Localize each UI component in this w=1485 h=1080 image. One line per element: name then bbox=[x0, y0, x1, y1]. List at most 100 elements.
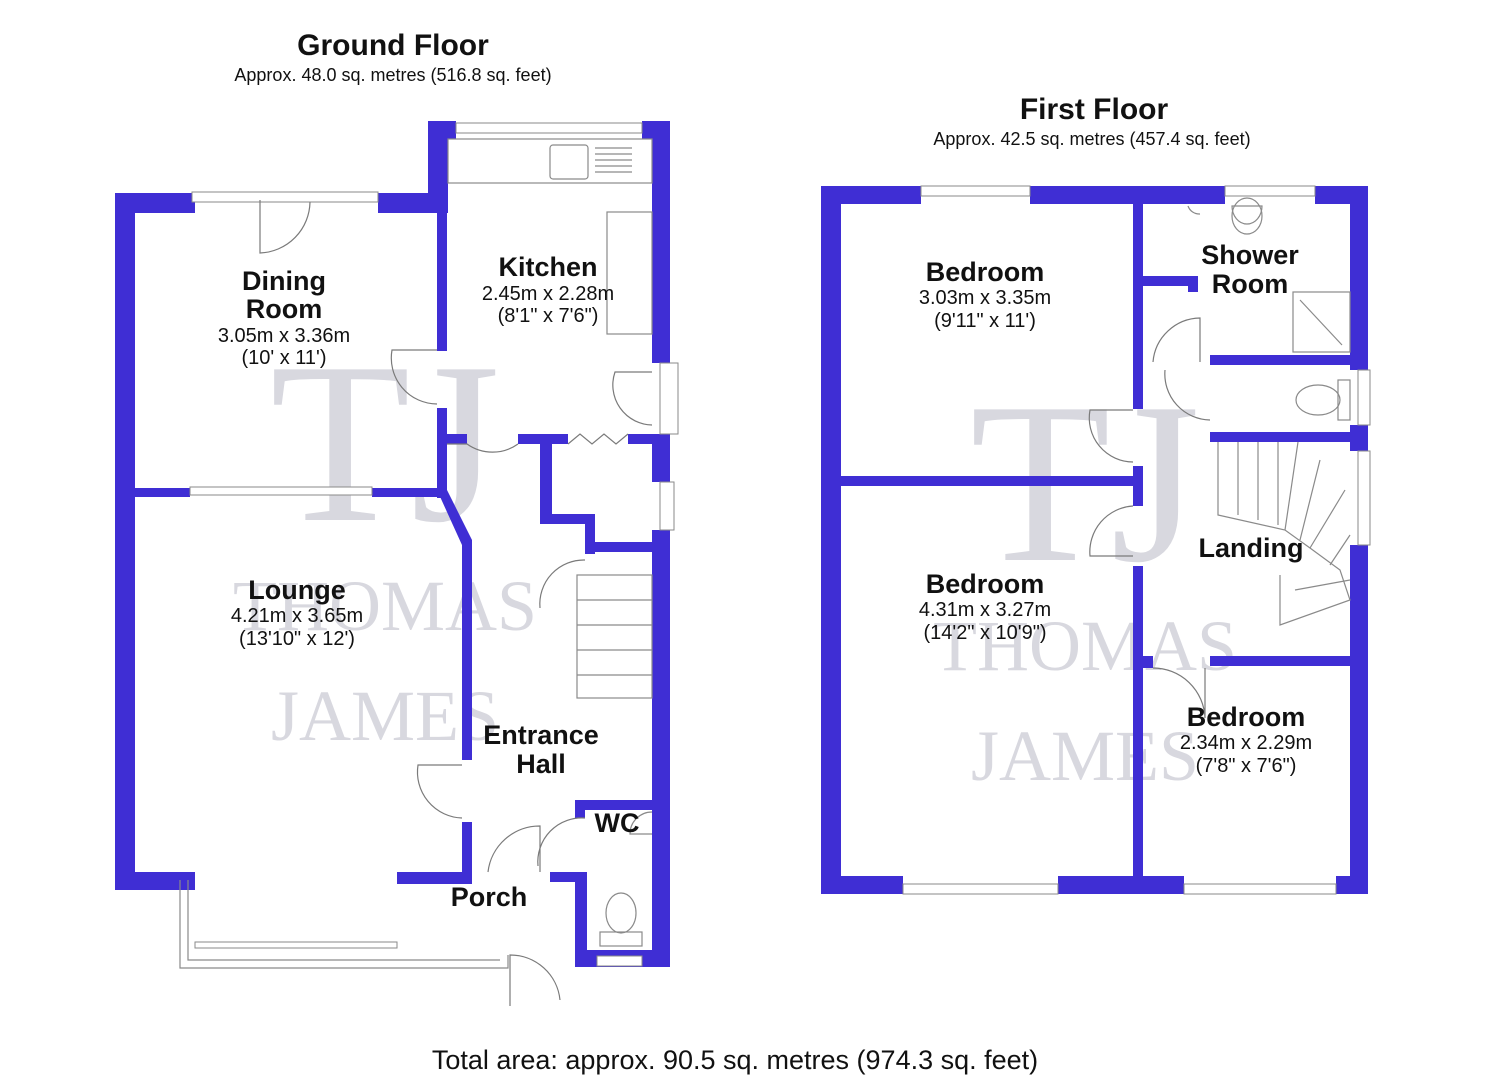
door-swing bbox=[259, 200, 311, 254]
wall bbox=[115, 193, 195, 213]
staircase bbox=[1217, 441, 1351, 626]
door-swing bbox=[537, 817, 586, 867]
door-swing bbox=[447, 443, 519, 453]
door-swing bbox=[487, 825, 541, 873]
wall bbox=[1133, 566, 1143, 876]
room-name: Hall bbox=[516, 749, 566, 779]
room-name: Bedroom bbox=[926, 569, 1045, 599]
wall bbox=[397, 872, 472, 884]
toilet-cistern bbox=[1337, 379, 1351, 421]
room-label-lounge: Lounge 4.21m x 3.65m (13'10" x 12') bbox=[231, 575, 363, 650]
watermark-line2: JAMES bbox=[971, 716, 1199, 796]
window bbox=[455, 122, 643, 134]
wall bbox=[1336, 876, 1368, 894]
room-name: Bedroom bbox=[1187, 702, 1306, 732]
wall bbox=[115, 193, 135, 890]
window bbox=[920, 185, 1031, 197]
door-swing bbox=[1152, 317, 1201, 363]
window bbox=[596, 955, 643, 967]
wall bbox=[652, 530, 670, 967]
room-dimensions-imperial: (13'10" x 12') bbox=[239, 628, 355, 650]
door-swing bbox=[390, 349, 438, 405]
wall bbox=[821, 186, 921, 204]
wall bbox=[437, 490, 472, 760]
room-label-porch: Porch bbox=[451, 882, 528, 912]
room-dimensions-metric: 4.21m x 3.65m bbox=[231, 605, 363, 627]
room-name: Bedroom bbox=[926, 257, 1045, 287]
wall bbox=[462, 822, 472, 884]
door-swing bbox=[1089, 505, 1134, 557]
watermark-line2: JAMES bbox=[271, 676, 499, 756]
wall bbox=[585, 542, 670, 552]
bay-window bbox=[187, 880, 500, 961]
room-name: Lounge bbox=[248, 575, 345, 605]
door-swing bbox=[416, 764, 463, 819]
room-label-bedroom-2: Bedroom 4.31m x 3.27m (14'2" x 10'9") bbox=[919, 569, 1051, 644]
wall bbox=[821, 186, 841, 894]
room-dimensions-imperial: (9'11" x 11') bbox=[934, 310, 1036, 332]
wall bbox=[1210, 355, 1350, 365]
door-swing bbox=[1164, 369, 1211, 421]
room-name: Room bbox=[1212, 269, 1289, 299]
wall bbox=[628, 434, 670, 444]
wall bbox=[585, 514, 595, 554]
room-dimensions-metric: 2.34m x 2.29m bbox=[1180, 732, 1312, 754]
window bbox=[1357, 369, 1371, 426]
shower-tray-icon bbox=[1299, 299, 1343, 346]
wall bbox=[550, 872, 587, 882]
total-area: Total area: approx. 90.5 sq. metres (974… bbox=[432, 1045, 1038, 1075]
window bbox=[1183, 883, 1337, 895]
wall bbox=[575, 872, 587, 967]
first-floor-area: Approx. 42.5 sq. metres (457.4 sq. feet) bbox=[933, 129, 1250, 149]
wall bbox=[652, 434, 670, 482]
toilet-icon bbox=[1295, 384, 1341, 416]
wall bbox=[652, 121, 670, 363]
room-dimensions-metric: 3.05m x 3.36m bbox=[218, 325, 350, 347]
room-label-dining-room: Dining Room 3.05m x 3.36m (10' x 11') bbox=[218, 266, 350, 369]
sink-icon bbox=[549, 144, 589, 180]
window bbox=[191, 191, 379, 203]
wall bbox=[821, 876, 903, 894]
bay-window bbox=[179, 880, 509, 969]
room-name: Kitchen bbox=[498, 252, 597, 282]
wall bbox=[1350, 186, 1368, 370]
wall bbox=[1143, 276, 1198, 286]
room-label-entrance-hall: Entrance Hall bbox=[483, 720, 599, 779]
room-dimensions-metric: 4.31m x 3.27m bbox=[919, 599, 1051, 621]
bifold-door bbox=[567, 433, 629, 445]
toilet-icon bbox=[605, 892, 637, 934]
room-dimensions-imperial: (8'1" x 7'6") bbox=[498, 305, 599, 327]
kitchen-counter bbox=[447, 138, 653, 184]
door-swing bbox=[612, 371, 653, 426]
kitchen-worktop bbox=[606, 211, 653, 335]
wall bbox=[575, 800, 670, 810]
room-dimensions-imperial: (14'2" x 10'9") bbox=[923, 622, 1046, 644]
drainer-icon bbox=[595, 147, 632, 173]
room-dimensions-imperial: (7'8" x 7'6") bbox=[1196, 755, 1297, 777]
door-swing bbox=[509, 954, 561, 1006]
sliding-door bbox=[189, 486, 373, 496]
wall bbox=[1058, 876, 1184, 894]
wall bbox=[575, 800, 585, 818]
room-name: Dining bbox=[242, 266, 326, 296]
shower-tray-icon bbox=[1292, 291, 1351, 353]
room-name: Porch bbox=[451, 882, 528, 912]
watermark-first: TJ THOMAS JAMES bbox=[933, 355, 1237, 796]
watermark-ground: TJ THOMAS JAMES bbox=[233, 315, 537, 756]
room-label-landing: Landing bbox=[1199, 533, 1304, 563]
wall bbox=[1133, 204, 1143, 409]
staircase bbox=[576, 574, 653, 699]
window bbox=[194, 941, 398, 949]
window bbox=[659, 481, 675, 531]
room-label-bedroom-3: Bedroom 2.34m x 2.29m (7'8" x 7'6") bbox=[1180, 702, 1312, 777]
door-swing bbox=[1152, 667, 1206, 719]
wall bbox=[540, 434, 552, 524]
wall bbox=[1030, 186, 1225, 204]
room-name: Entrance bbox=[483, 720, 599, 750]
window bbox=[1357, 450, 1371, 546]
wall bbox=[447, 434, 467, 444]
window bbox=[659, 362, 679, 435]
room-dimensions-metric: 2.45m x 2.28m bbox=[482, 283, 614, 305]
room-dimensions-metric: 3.03m x 3.35m bbox=[919, 287, 1051, 309]
